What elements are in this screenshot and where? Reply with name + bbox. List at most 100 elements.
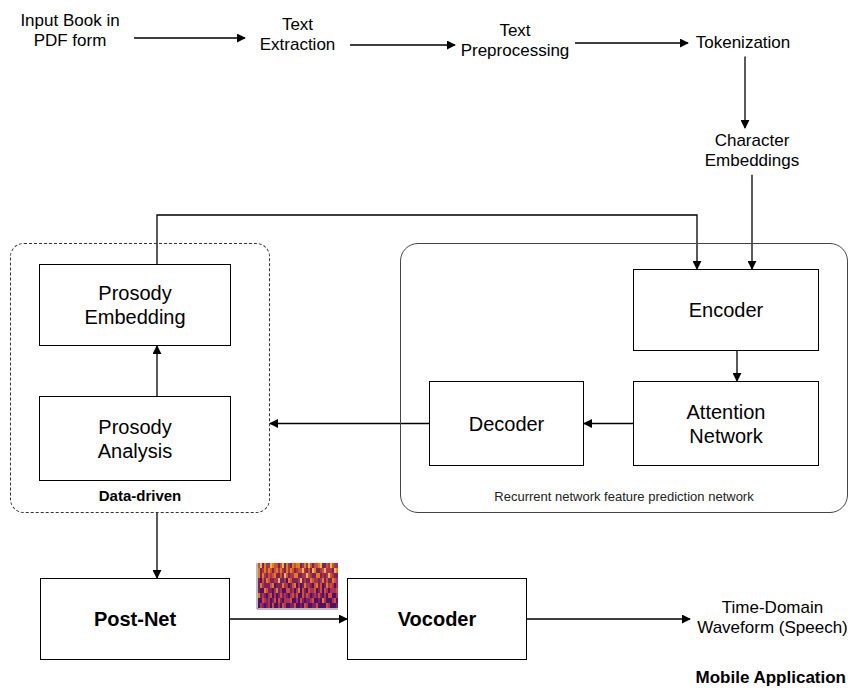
step-text: Tokenization — [688, 30, 798, 56]
spectrogram-cell — [318, 603, 320, 608]
spectrogram-cell — [292, 593, 294, 598]
spectrogram-axes — [257, 563, 338, 609]
spectrogram-cell — [314, 588, 316, 593]
spectrogram-cell — [308, 593, 310, 598]
spectrogram-cell — [308, 603, 310, 608]
spectrogram-cell — [328, 563, 330, 568]
spectrogram-cell — [334, 583, 336, 588]
spectrogram-cell — [332, 598, 334, 603]
arrow-connector — [270, 423, 429, 424]
spectrogram-cell — [320, 588, 322, 593]
spectrogram-cell — [296, 563, 298, 568]
spectrogram-cell — [276, 588, 278, 593]
spectrogram-cell — [266, 593, 268, 598]
spectrogram-cell — [288, 593, 290, 598]
spectrogram-cell — [284, 603, 286, 608]
spectrogram-cell — [276, 583, 278, 588]
spectrogram-cell — [328, 603, 330, 608]
spectrogram-cell — [314, 573, 316, 578]
spectrogram-cell — [258, 598, 260, 603]
arrow-connector — [230, 618, 347, 619]
spectrogram-cell — [320, 598, 322, 603]
spectrogram-cell — [288, 588, 290, 593]
arrow-connector — [584, 423, 633, 424]
spectrogram-cell — [316, 563, 318, 568]
spectrogram-cell — [266, 578, 268, 583]
arrow-connector — [156, 346, 157, 396]
spectrogram-cell — [314, 598, 316, 603]
spectrogram-cell — [332, 603, 334, 608]
spectrogram-cell — [292, 563, 294, 568]
spectrogram-cell — [274, 563, 276, 568]
spectrogram-cell — [316, 593, 318, 598]
spectrogram-cell — [286, 598, 288, 603]
spectrogram-cell — [336, 573, 338, 578]
spectrogram-cell — [264, 578, 266, 583]
spectrogram-cell — [326, 593, 328, 598]
spectrogram-cell — [328, 568, 330, 573]
spectrogram-cell — [296, 588, 298, 593]
spectrogram-cell — [300, 563, 302, 568]
spectrogram-cell — [278, 568, 280, 573]
spectrogram-cell — [270, 588, 272, 593]
spectrogram-cell — [296, 583, 298, 588]
spectrogram-cell — [328, 578, 330, 583]
spectrogram-cell — [282, 583, 284, 588]
spectrogram-cell — [336, 578, 338, 583]
spectrogram-cell — [298, 573, 300, 578]
step-text: Character Embeddings — [697, 128, 807, 175]
spectrogram-cell — [290, 603, 292, 608]
spectrogram-cell — [332, 568, 334, 573]
node-label: Attention Network — [662, 400, 790, 448]
spectrogram-cell — [330, 568, 332, 573]
spectrogram-cell — [274, 598, 276, 603]
spectrogram-cell — [292, 568, 294, 573]
spectrogram-cell — [330, 583, 332, 588]
spectrogram-cell — [272, 598, 274, 603]
spectrogram-cell — [260, 563, 262, 568]
spectrogram-cell — [278, 593, 280, 598]
spectrogram-cell — [332, 583, 334, 588]
spectrogram-cell — [272, 573, 274, 578]
spectrogram-cell — [316, 603, 318, 608]
process-box: Attention Network — [633, 381, 819, 466]
spectrogram-cell — [266, 563, 268, 568]
network-group: Recurrent network feature prediction net… — [400, 243, 848, 513]
spectrogram-cell — [314, 568, 316, 573]
node-label: Character Embeddings — [701, 131, 803, 172]
spectrogram-cell — [304, 563, 306, 568]
spectrogram-cell — [266, 588, 268, 593]
output-text: Time-Domain Waveform (Speech) — [690, 595, 855, 642]
spectrogram-cell — [316, 568, 318, 573]
spectrogram-cell — [334, 593, 336, 598]
spectrogram-cell — [306, 593, 308, 598]
node-label: Input Book in PDF form — [10, 11, 130, 52]
spectrogram-cell — [336, 603, 338, 608]
spectrogram-cell — [304, 568, 306, 573]
spectrogram-cell — [322, 568, 324, 573]
spectrogram-cell — [300, 588, 302, 593]
spectrogram-cell — [310, 603, 312, 608]
spectrogram-cell — [290, 563, 292, 568]
spectrogram-cell — [282, 568, 284, 573]
spectrogram-cell — [300, 593, 302, 598]
spectrogram-cell — [334, 588, 336, 593]
spectrogram-cell — [258, 578, 260, 583]
spectrogram-cell — [282, 598, 284, 603]
spectrogram-cell — [260, 593, 262, 598]
spectrogram-cell — [272, 593, 274, 598]
spectrogram-cell — [320, 583, 322, 588]
spectrogram-cell — [288, 573, 290, 578]
spectrogram-cell — [278, 578, 280, 583]
spectrogram-cell — [306, 568, 308, 573]
node-label: Time-Domain Waveform (Speech) — [694, 598, 851, 639]
spectrogram-ground — [258, 563, 338, 608]
arrow-connector — [736, 351, 737, 381]
spectrogram-cell — [306, 583, 308, 588]
spectrogram-cell — [284, 598, 286, 603]
spectrogram-cell — [306, 573, 308, 578]
spectrogram-cell — [318, 578, 320, 583]
spectrogram-cell — [328, 593, 330, 598]
spectrogram-cell — [288, 603, 290, 608]
